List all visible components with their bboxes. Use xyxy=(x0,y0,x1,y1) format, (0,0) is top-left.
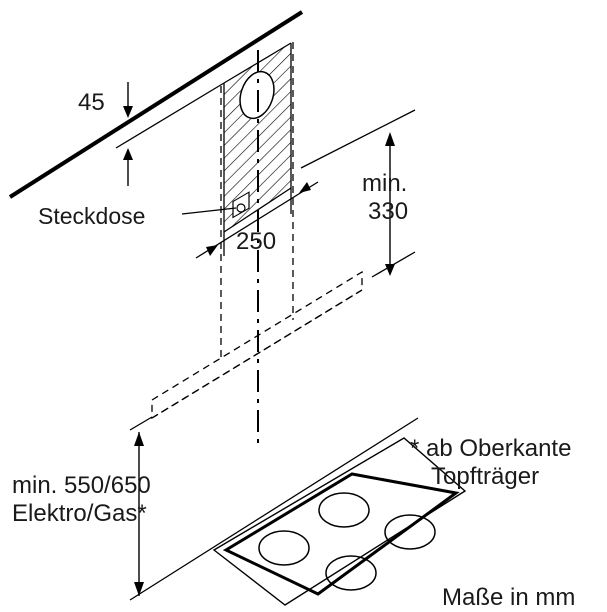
offset-arrow-bottom-head xyxy=(123,148,133,160)
width-arrow-right-head xyxy=(299,182,311,193)
width-arrow-left-head xyxy=(206,245,218,256)
offset-reference-line xyxy=(115,82,225,149)
min550-arrow-top-head xyxy=(134,432,144,446)
units-label: Maße in mm xyxy=(442,584,575,611)
socket-label: Steckdose xyxy=(38,203,145,229)
burner-right xyxy=(384,514,436,550)
socket-leader xyxy=(181,207,237,215)
socket-icon xyxy=(232,191,250,219)
min550-arrow-bottom-head xyxy=(134,582,144,596)
cooktop-inner xyxy=(222,472,460,596)
min330-arrow-top-head xyxy=(385,132,395,146)
hood-bottom-edge xyxy=(151,289,363,419)
width-label: 250 xyxy=(236,228,276,255)
burner-top xyxy=(318,492,370,528)
min-label-line1: min. xyxy=(362,170,407,197)
cooktop-outer xyxy=(212,437,467,606)
burner-bottom xyxy=(325,555,377,591)
ceiling-line xyxy=(8,10,304,199)
height-label-line2: Elektro/Gas* xyxy=(12,500,147,527)
min330-top-ref xyxy=(300,109,416,169)
footnote-line2: Topfträger xyxy=(431,463,539,490)
min550-bottom-ref xyxy=(129,417,419,601)
height-label-line1: min. 550/650 xyxy=(12,472,151,499)
min330-arrow-bottom-head xyxy=(385,264,395,276)
burner-left xyxy=(258,530,310,566)
min-label-line2: 330 xyxy=(368,198,408,225)
footnote-line1: * ab Oberkante xyxy=(410,435,571,462)
offset-arrow-top-head xyxy=(123,106,133,118)
min550-top-ref xyxy=(129,416,153,431)
socket-hole-icon xyxy=(236,203,246,213)
offset-label: 45 xyxy=(78,89,105,116)
